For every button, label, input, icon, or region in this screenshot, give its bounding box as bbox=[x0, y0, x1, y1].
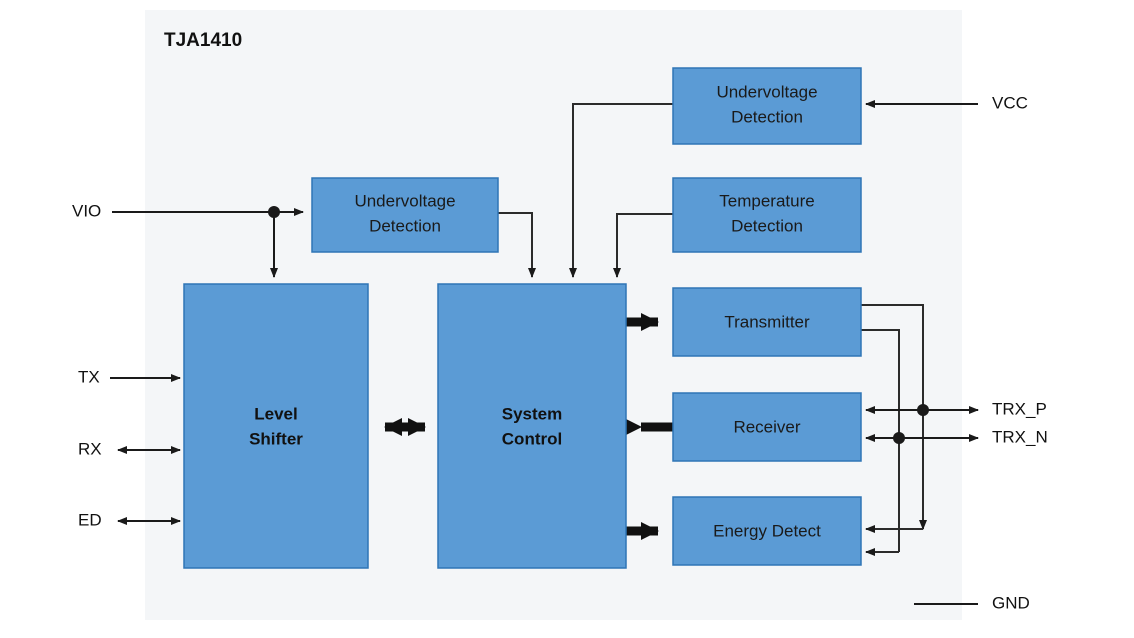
pin-label-vcc: VCC bbox=[992, 93, 1028, 112]
wire-undervoltage-vio-to-system-control bbox=[498, 212, 536, 278]
block-temperature-detection[interactable]: Temperature Detection bbox=[672, 177, 862, 253]
wire-temperature-to-system-control bbox=[613, 213, 673, 278]
block-rect[interactable] bbox=[672, 177, 862, 253]
pin-label-rx: RX bbox=[78, 439, 102, 458]
block-rect[interactable] bbox=[672, 287, 862, 357]
block-label-line2: Detection bbox=[369, 216, 441, 235]
block-label-line1: Undervoltage bbox=[354, 191, 455, 210]
block-label-line1: Receiver bbox=[733, 417, 800, 436]
pin-label-gnd: GND bbox=[992, 593, 1030, 612]
trx-p-junction-dot bbox=[917, 404, 929, 416]
wire-transmitter-lower-to-trx-bus bbox=[861, 329, 900, 556]
block-receiver[interactable]: Receiver bbox=[672, 392, 862, 462]
block-label-line1: Transmitter bbox=[724, 312, 810, 331]
block-label-line2: Detection bbox=[731, 107, 803, 126]
block-rect[interactable] bbox=[437, 283, 627, 569]
page-title: TJA1410 bbox=[164, 30, 242, 51]
block-label-line1: Undervoltage bbox=[716, 82, 817, 101]
pin-label-vio: VIO bbox=[72, 201, 101, 220]
pin-label-tx: TX bbox=[78, 367, 100, 386]
block-label-line1: Energy Detect bbox=[713, 521, 821, 540]
block-label-line2: Shifter bbox=[249, 429, 303, 448]
block-label-line2: Detection bbox=[731, 216, 803, 235]
pin-label-trx-p: TRX_P bbox=[992, 399, 1047, 418]
block-label-line2: Control bbox=[502, 429, 562, 448]
wire-undervoltage-vcc-to-system-control bbox=[569, 103, 673, 278]
block-rect[interactable] bbox=[672, 392, 862, 462]
pin-label-ed: ED bbox=[78, 510, 102, 529]
block-rect[interactable] bbox=[183, 283, 369, 569]
block-undervoltage-detection-vio[interactable]: Undervoltage Detection bbox=[311, 177, 499, 253]
block-label-line1: Temperature bbox=[719, 191, 814, 210]
block-undervoltage-detection-vcc[interactable]: Undervoltage Detection bbox=[672, 67, 862, 145]
block-rect[interactable] bbox=[672, 496, 862, 566]
block-rect[interactable] bbox=[672, 67, 862, 145]
block-label-line1: System bbox=[502, 404, 562, 423]
block-level-shifter[interactable]: Level Shifter bbox=[183, 283, 369, 569]
vio-junction-dot bbox=[268, 206, 280, 218]
block-label-line1: Level bbox=[254, 404, 297, 423]
wire-transmitter-to-trx-bus bbox=[861, 304, 927, 533]
pin-label-trx-n: TRX_N bbox=[992, 427, 1048, 446]
block-rect[interactable] bbox=[311, 177, 499, 253]
trx-n-junction-dot bbox=[893, 432, 905, 444]
block-energy-detect[interactable]: Energy Detect bbox=[672, 496, 862, 566]
block-transmitter[interactable]: Transmitter bbox=[672, 287, 862, 357]
block-system-control[interactable]: System Control bbox=[437, 283, 627, 569]
